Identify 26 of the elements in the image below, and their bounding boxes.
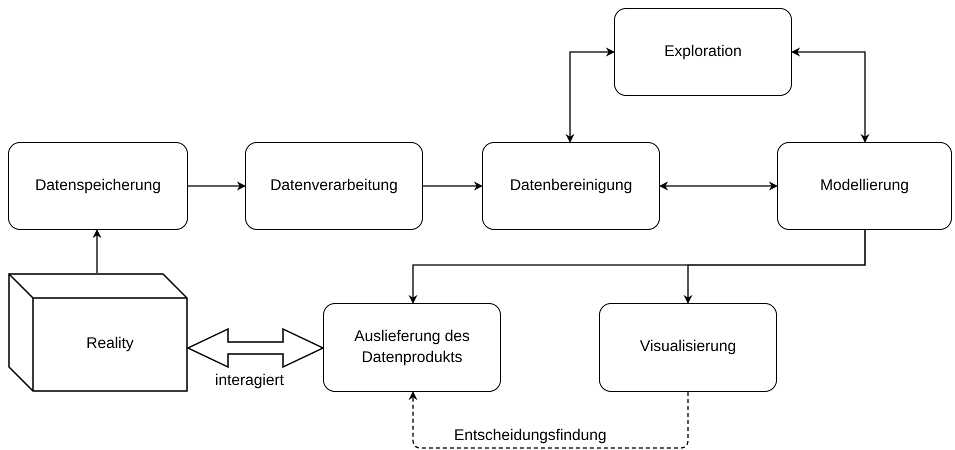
node-label: Modellierung [819,176,910,196]
arrow [423,182,483,190]
node-label: Datenbereinigung [508,176,634,196]
node-label: Auslieferung des Datenprodukts [353,327,471,368]
node-label: Visualisierung [638,337,738,358]
process-box [482,142,660,230]
double-arrow [186,328,325,368]
node-label: Datenverarbeitung [269,176,399,196]
cube-shape [8,273,188,392]
process-box [8,142,188,230]
process-box [599,303,777,392]
arrow [188,182,246,190]
node-label: Datenspeicherung [34,176,162,196]
arrow [684,230,866,304]
process-box [614,8,792,96]
arrow [408,391,689,449]
process-box [323,303,501,392]
arrow [92,229,102,273]
process-box [777,142,952,230]
arrow [659,182,778,190]
node-label: Exploration [663,42,743,62]
edge-label: interagiert [213,372,286,390]
process-box [245,142,423,230]
node-label: Reality [85,334,135,354]
arrow [566,48,615,143]
arrow [791,48,870,143]
